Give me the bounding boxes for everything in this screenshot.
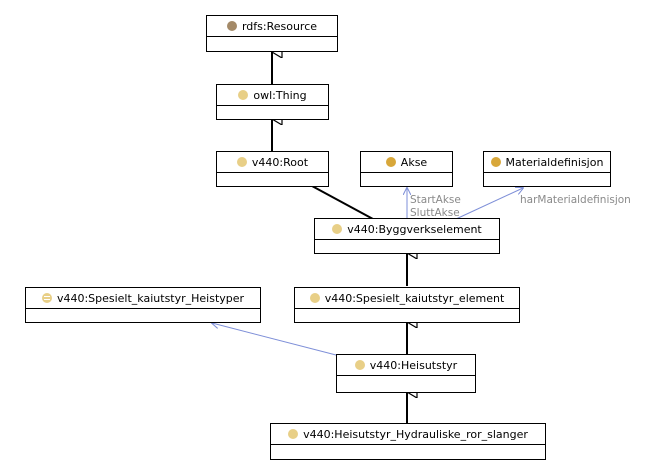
edge-harmaterialdefinisjon <box>455 188 523 220</box>
edge-label-sluttakse: SluttAkse <box>410 207 460 219</box>
class-label: v440:Byggverkselement <box>347 222 482 236</box>
class-label: Akse <box>400 155 428 169</box>
circle-icon <box>236 157 247 167</box>
circle-icon <box>385 157 396 167</box>
class-v440-byggverkselement[interactable]: v440:Byggverkselement <box>314 218 500 254</box>
edge-heistyper <box>212 323 337 356</box>
edge-label-harmaterialdefinisjon: harMaterialdefinisjon <box>520 194 631 206</box>
class-v440-heisutstyr[interactable]: v440:Heisutstyr <box>336 354 476 393</box>
class-v440-spesielt-kaiutstyr-element[interactable]: v440:Spesielt_kaiutstyr_element <box>294 287 520 323</box>
class-materialdefinisjon[interactable]: Materialdefinisjon <box>483 151 611 187</box>
circle-icon <box>288 429 299 439</box>
circle-icon <box>490 157 501 167</box>
class-v440-spesielt-kaiutstyr-heistyper[interactable]: v440:Spesielt_kaiutstyr_Heistyper <box>25 287 261 323</box>
class-label: v440:Root <box>251 155 309 169</box>
circle-icon <box>238 90 249 100</box>
class-owl-thing[interactable]: owl:Thing <box>216 84 329 120</box>
class-label: v440:Spesielt_kaiutstyr_element <box>324 291 505 305</box>
class-akse[interactable]: Akse <box>360 151 453 187</box>
class-rdfs-resource[interactable]: rdfs:Resource <box>206 15 338 52</box>
class-label: v440:Spesielt_kaiutstyr_Heistyper <box>56 291 245 305</box>
class-v440-root[interactable]: v440:Root <box>216 151 329 187</box>
class-label: Materialdefinisjon <box>505 155 604 169</box>
class-v440-heisutstyr-hydrauliske-ror-slanger[interactable]: v440:Heisutstyr_Hydrauliske_ror_slanger <box>270 423 546 460</box>
inherits-byggverk-root <box>312 186 374 220</box>
list-circle-icon <box>41 293 52 303</box>
class-label: rdfs:Resource <box>241 19 318 33</box>
circle-icon <box>332 224 343 234</box>
class-label: v440:Heisutstyr_Hydrauliske_ror_slanger <box>303 427 528 441</box>
circle-icon <box>354 360 365 370</box>
class-label: owl:Thing <box>253 88 307 102</box>
circle-icon <box>309 293 320 303</box>
circle-icon <box>226 21 237 31</box>
class-label: v440:Heisutstyr <box>369 358 458 372</box>
edge-label-startakse: StartAkse <box>410 194 461 206</box>
